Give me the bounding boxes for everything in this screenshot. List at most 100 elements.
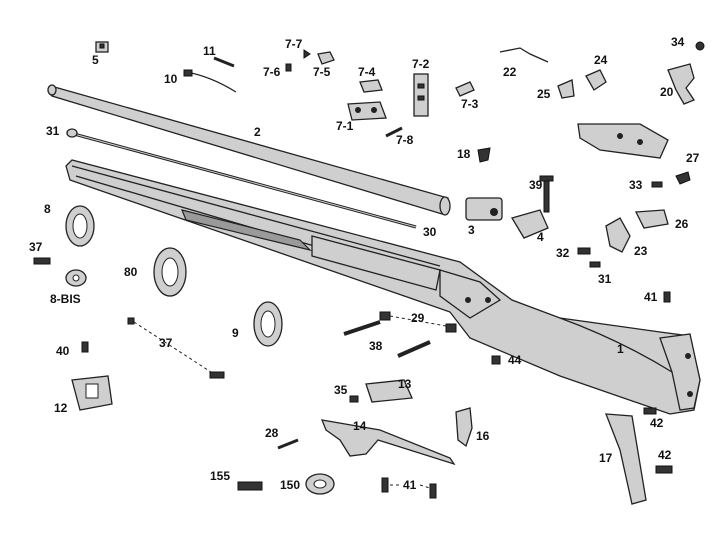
part-37-screw-centre bbox=[127, 317, 225, 379]
label-23: 23 bbox=[634, 244, 648, 258]
label-10: 10 bbox=[164, 72, 178, 86]
label-8: 8 bbox=[44, 202, 51, 216]
label-30: 30 bbox=[423, 225, 437, 239]
part-7-7-screw bbox=[303, 49, 311, 59]
label-7-3: 7-3 bbox=[461, 97, 479, 111]
part-41-screws-bottom bbox=[381, 477, 437, 499]
label-41-right: 41 bbox=[644, 290, 658, 304]
label-44: 44 bbox=[508, 353, 522, 367]
part-34-screw bbox=[695, 41, 705, 51]
label-42-upper: 42 bbox=[650, 416, 664, 430]
part-18-nipple bbox=[477, 147, 491, 163]
part-28-pin bbox=[277, 438, 299, 450]
part-5-block bbox=[95, 41, 109, 53]
label-9: 9 bbox=[232, 326, 239, 340]
label-37-left: 37 bbox=[29, 240, 43, 254]
label-7-4: 7-4 bbox=[358, 65, 376, 79]
label-24: 24 bbox=[594, 53, 608, 67]
label-26: 26 bbox=[675, 217, 689, 231]
label-17: 17 bbox=[599, 451, 613, 465]
label-80: 80 bbox=[124, 265, 138, 279]
cleaning-rod-part bbox=[66, 128, 417, 229]
label-8-bis: 8-BIS bbox=[50, 292, 81, 306]
part-80-band bbox=[153, 247, 187, 297]
part-42-screw-lower bbox=[655, 465, 673, 474]
label-7-5: 7-5 bbox=[313, 65, 331, 79]
label-4: 4 bbox=[537, 230, 544, 244]
part-44-nut bbox=[491, 355, 501, 365]
part-11-pin bbox=[213, 56, 235, 68]
part-27-screw bbox=[675, 171, 691, 185]
label-29: 29 bbox=[411, 311, 425, 325]
part-40-screw bbox=[81, 341, 89, 353]
label-3: 3 bbox=[468, 223, 475, 237]
part-7-8-pin bbox=[385, 126, 403, 138]
label-25: 25 bbox=[537, 87, 551, 101]
part-3-breech-plug bbox=[465, 197, 503, 221]
part-150-swivel bbox=[305, 473, 335, 495]
part-4-hammer-nose bbox=[511, 209, 549, 239]
part-9-band bbox=[253, 301, 283, 347]
label-11: 11 bbox=[203, 44, 216, 58]
part-labels: 5 11 10 7-7 7-6 7-5 7-4 7-2 7-3 7-1 7-8 … bbox=[29, 35, 700, 492]
part-26-tumbler bbox=[634, 209, 669, 229]
leader-41-bottom bbox=[390, 484, 431, 489]
label-40: 40 bbox=[56, 344, 70, 358]
label-42-lower: 42 bbox=[658, 448, 672, 462]
part-23-mainspring bbox=[605, 217, 631, 253]
label-35: 35 bbox=[334, 383, 348, 397]
part-33-screw bbox=[651, 181, 663, 188]
label-22: 22 bbox=[503, 65, 517, 79]
ramrod-part bbox=[47, 84, 451, 216]
part-20-hammer bbox=[667, 63, 695, 105]
part-13-trigger-plate bbox=[365, 379, 413, 403]
part-7-1-sight-base bbox=[347, 101, 387, 121]
label-31-left: 31 bbox=[46, 124, 60, 138]
barrel-and-stock-part bbox=[65, 159, 701, 415]
part-38-bolts bbox=[343, 320, 431, 358]
label-13: 13 bbox=[398, 377, 412, 391]
label-27: 27 bbox=[686, 151, 700, 165]
part-7-5-clip bbox=[317, 51, 335, 65]
part-14-trigger-guard bbox=[320, 419, 456, 466]
label-7-7: 7-7 bbox=[285, 37, 303, 51]
part-39-screw bbox=[539, 175, 554, 213]
part-7-3-slide bbox=[455, 81, 475, 97]
part-25-bridle bbox=[557, 79, 575, 99]
label-41-bottom: 41 bbox=[403, 478, 417, 492]
label-20: 20 bbox=[660, 85, 674, 99]
label-31-right: 31 bbox=[598, 272, 612, 286]
label-12: 12 bbox=[54, 401, 68, 415]
label-16: 16 bbox=[476, 429, 490, 443]
label-7-2: 7-2 bbox=[412, 57, 430, 71]
part-42-screw-upper bbox=[643, 407, 657, 415]
label-1: 1 bbox=[617, 342, 624, 356]
part-35-screw bbox=[349, 395, 359, 403]
part-16-trigger bbox=[455, 407, 473, 448]
part-29-bushings bbox=[379, 311, 457, 333]
part-7-6-screw bbox=[285, 63, 292, 72]
part-8-bis-swivel bbox=[65, 269, 87, 287]
label-37-centre: 37 bbox=[159, 336, 173, 350]
part-31-screw bbox=[589, 261, 601, 268]
label-34: 34 bbox=[671, 35, 685, 49]
label-7-1: 7-1 bbox=[336, 119, 354, 133]
label-155: 155 bbox=[210, 469, 230, 483]
part-12-nose-cap bbox=[71, 375, 113, 411]
part-7-2-sight-leaf bbox=[413, 73, 429, 117]
label-5: 5 bbox=[92, 53, 99, 67]
label-38: 38 bbox=[369, 339, 383, 353]
label-32: 32 bbox=[556, 246, 570, 260]
part-41-screw-right bbox=[663, 291, 671, 303]
part-lock-plate bbox=[577, 123, 669, 159]
label-7-6: 7-6 bbox=[263, 65, 281, 79]
label-33: 33 bbox=[629, 178, 643, 192]
label-7-8: 7-8 bbox=[396, 133, 414, 147]
part-7-4-latch bbox=[359, 79, 383, 93]
part-10-hammer-spring bbox=[183, 69, 237, 93]
label-18: 18 bbox=[457, 147, 471, 161]
part-37-screw-left bbox=[33, 257, 51, 265]
part-155-screw bbox=[237, 481, 263, 491]
label-39: 39 bbox=[529, 178, 543, 192]
